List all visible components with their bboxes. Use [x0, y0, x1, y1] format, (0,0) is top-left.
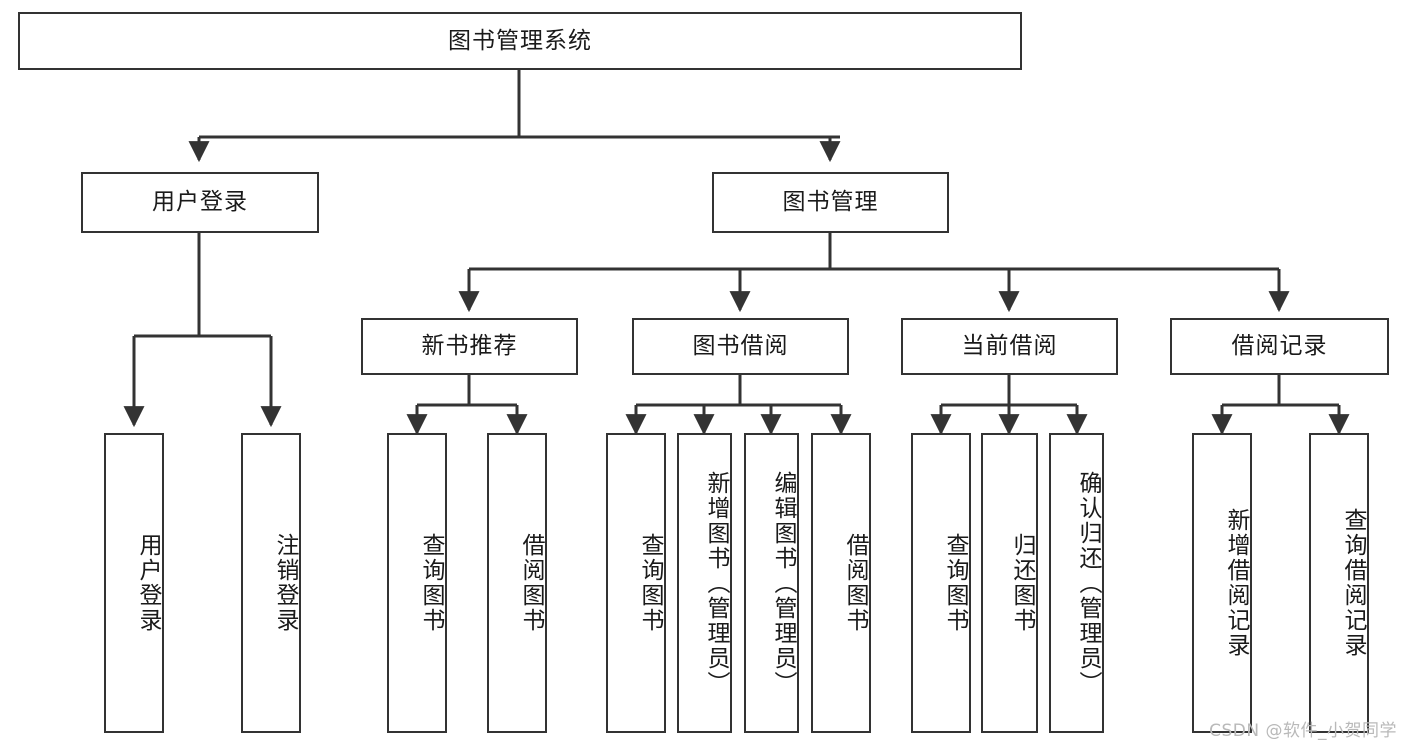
node-new-book-recommend-label: 新书推荐	[421, 333, 518, 360]
leaf-user-login-label: 用户登录	[135, 533, 161, 633]
leaf-add-record[interactable]: 新增借阅记录	[1192, 433, 1252, 733]
leaf-confirm-return[interactable]: 确认归还（管理员）	[1049, 433, 1104, 733]
leaf-query-book-3[interactable]: 查询图书	[911, 433, 971, 733]
leaf-query-book-1-label: 查询图书	[418, 533, 444, 633]
leaf-query-book-2[interactable]: 查询图书	[606, 433, 666, 733]
node-borrow-record-label: 借阅记录	[1231, 333, 1328, 360]
node-book-manage[interactable]: 图书管理	[712, 172, 949, 233]
leaf-add-book[interactable]: 新增图书（管理员）	[677, 433, 732, 733]
leaf-add-record-label: 新增借阅记录	[1223, 508, 1249, 658]
leaf-confirm-return-label: 确认归还（管理员）	[1075, 470, 1101, 696]
node-book-manage-label: 图书管理	[782, 189, 879, 216]
leaf-query-record-label: 查询借阅记录	[1340, 508, 1366, 658]
leaf-borrow-book-2[interactable]: 借阅图书	[811, 433, 871, 733]
leaf-borrow-book-2-label: 借阅图书	[842, 533, 868, 633]
leaf-query-book-2-label: 查询图书	[637, 533, 663, 633]
leaf-user-logout-label: 注销登录	[272, 533, 298, 633]
node-book-borrow-label: 图书借阅	[692, 333, 789, 360]
node-new-book-recommend[interactable]: 新书推荐	[361, 318, 578, 375]
node-root[interactable]: 图书管理系统	[18, 12, 1022, 70]
node-current-borrow[interactable]: 当前借阅	[901, 318, 1118, 375]
node-root-label: 图书管理系统	[448, 27, 592, 54]
leaf-user-logout[interactable]: 注销登录	[241, 433, 301, 733]
leaf-edit-book[interactable]: 编辑图书（管理员）	[744, 433, 799, 733]
node-book-borrow[interactable]: 图书借阅	[632, 318, 849, 375]
leaf-user-login[interactable]: 用户登录	[104, 433, 164, 733]
node-user-login[interactable]: 用户登录	[81, 172, 319, 233]
leaf-query-book-3-label: 查询图书	[942, 533, 968, 633]
leaf-borrow-book-1-label: 借阅图书	[518, 533, 544, 633]
leaf-add-book-label: 新增图书（管理员）	[703, 470, 729, 696]
watermark: CSDN @软件_小贺同学	[1209, 721, 1397, 741]
leaf-return-book[interactable]: 归还图书	[981, 433, 1038, 733]
node-current-borrow-label: 当前借阅	[961, 333, 1058, 360]
leaf-edit-book-label: 编辑图书（管理员）	[770, 470, 796, 696]
leaf-query-record[interactable]: 查询借阅记录	[1309, 433, 1369, 733]
leaf-query-book-1[interactable]: 查询图书	[387, 433, 447, 733]
leaf-return-book-label: 归还图书	[1009, 533, 1035, 633]
leaf-borrow-book-1[interactable]: 借阅图书	[487, 433, 547, 733]
node-borrow-record[interactable]: 借阅记录	[1170, 318, 1389, 375]
node-user-login-label: 用户登录	[152, 189, 248, 216]
